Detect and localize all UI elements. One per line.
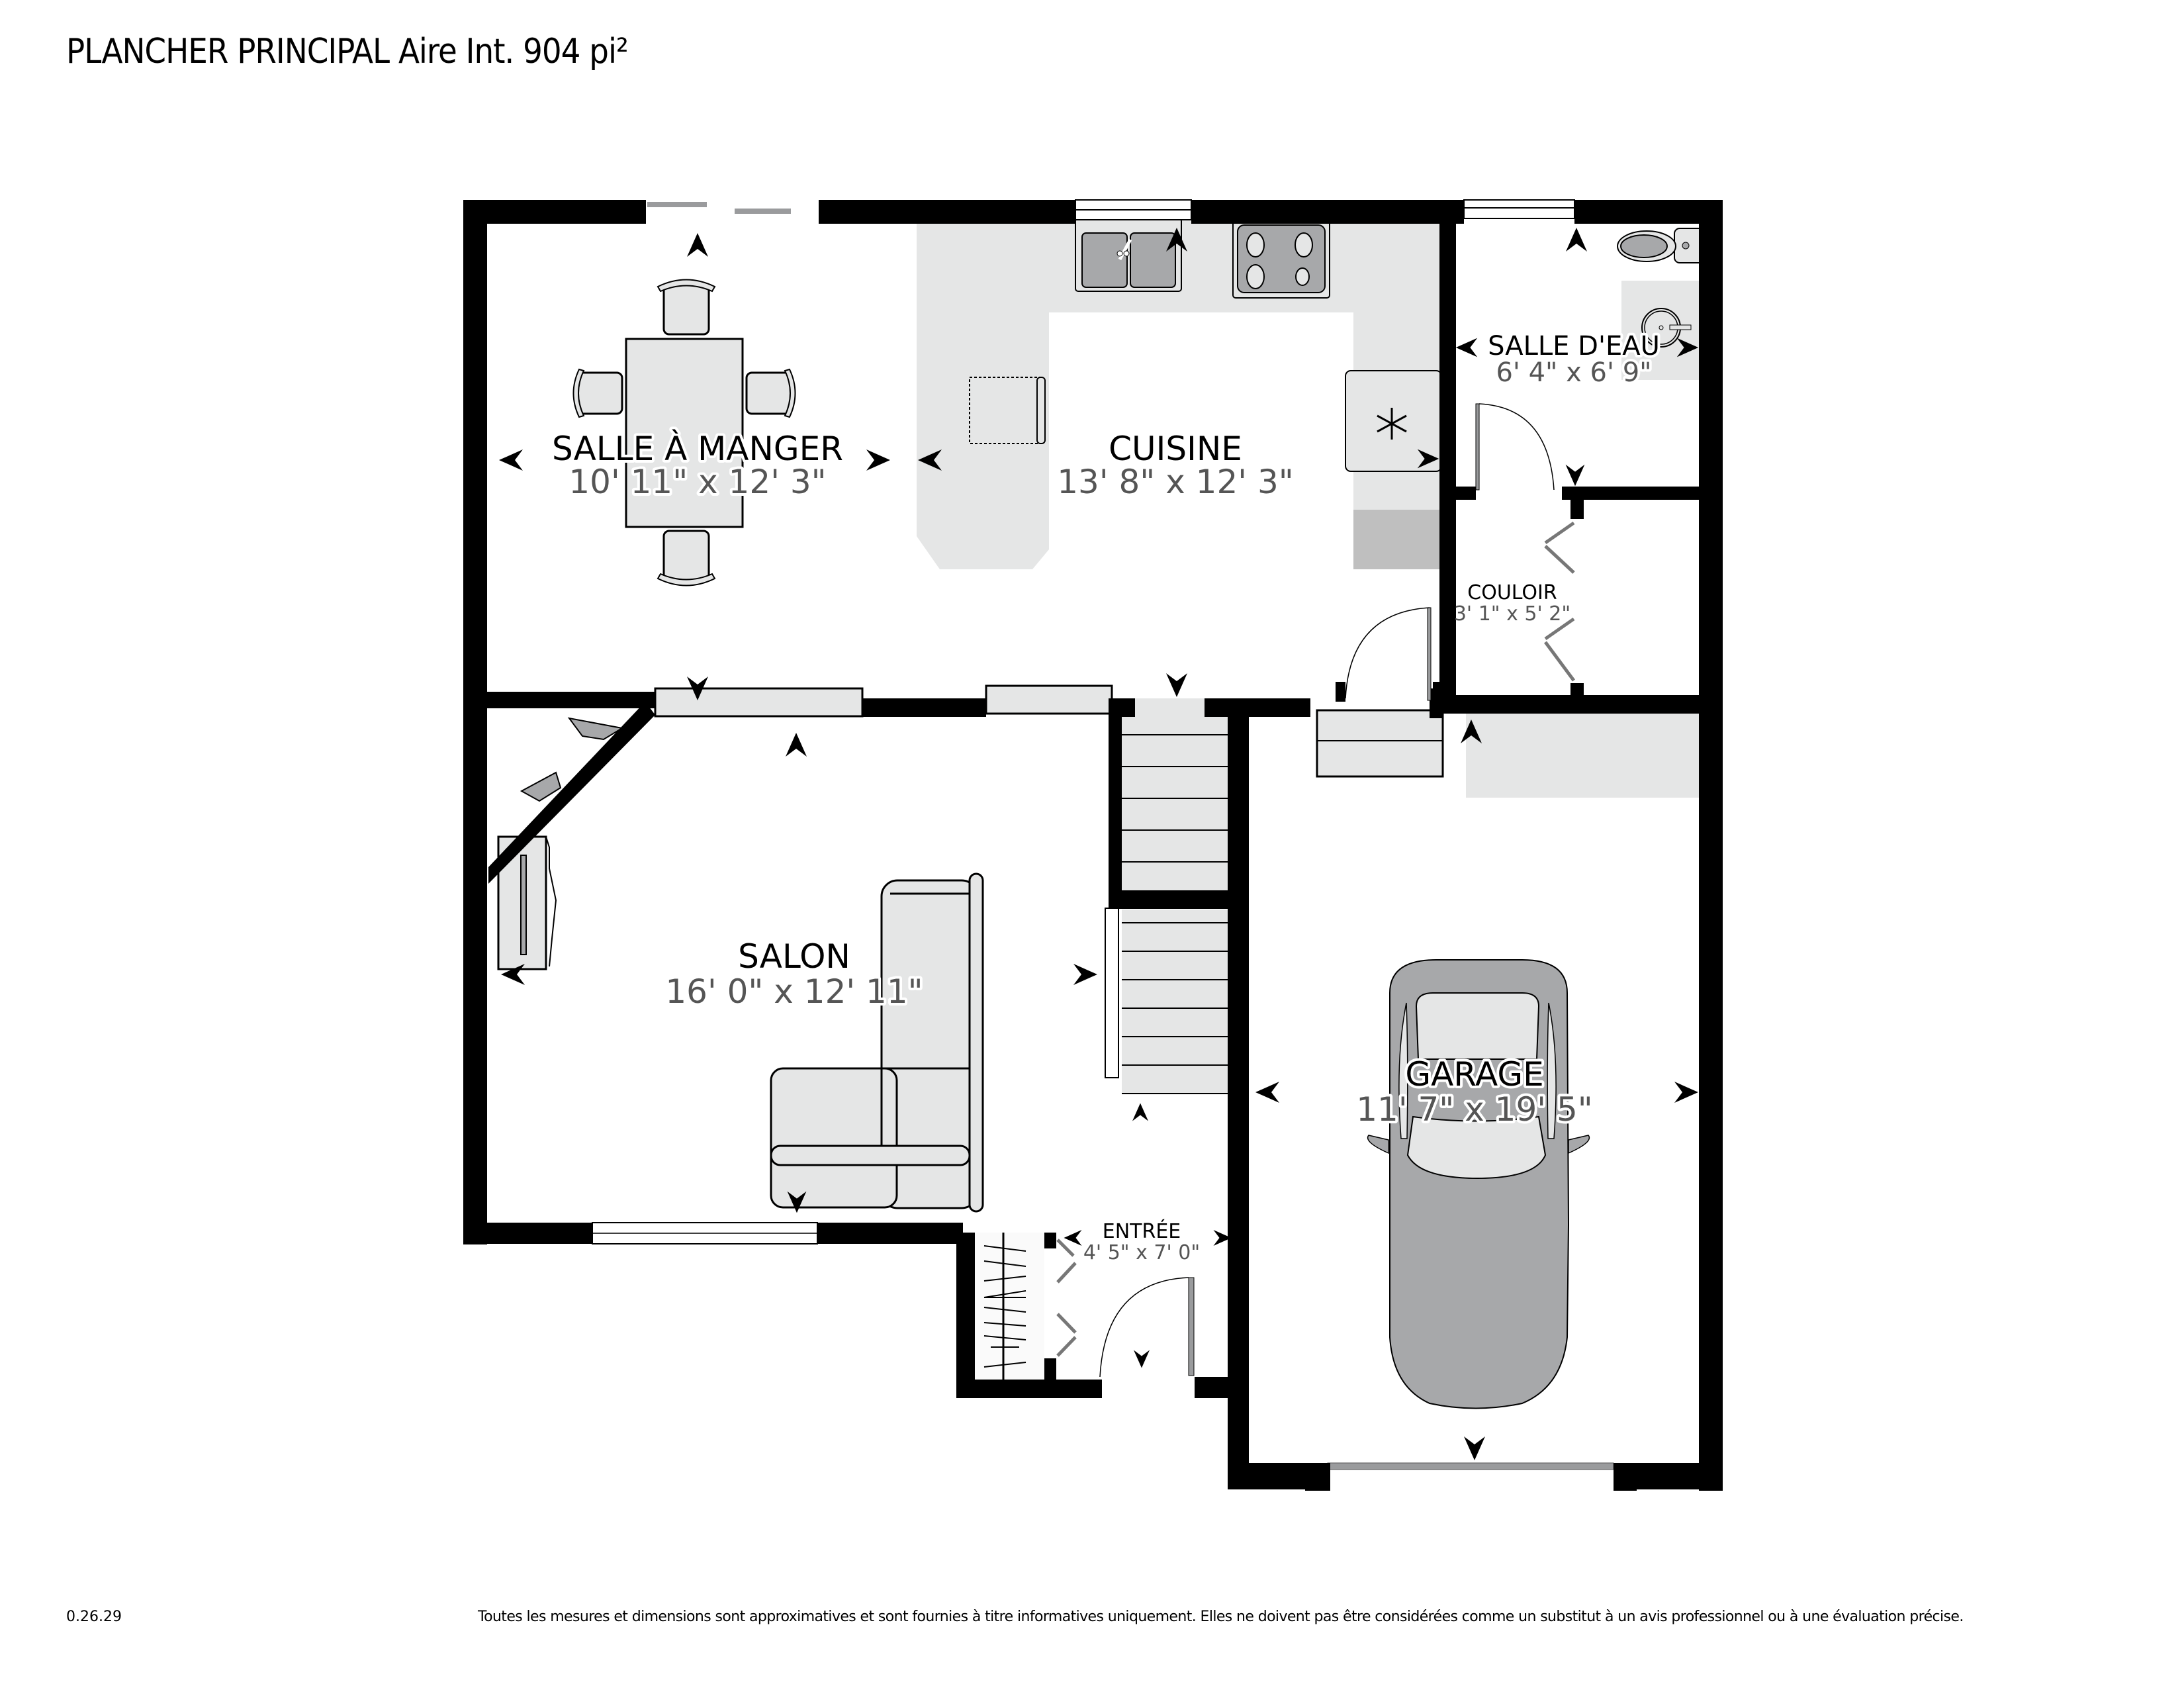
- room-name-salle-deau: SALLE D'EAU: [1488, 331, 1660, 361]
- staircase: [1105, 698, 1704, 1094]
- arrow-up-icon: [687, 233, 708, 257]
- room-name-salle-a-manger: SALLE À MANGER: [552, 429, 843, 468]
- sofa: [770, 872, 984, 1213]
- room-labels: SALLE À MANGER 10' 11" x 12' 3" CUISINE …: [549, 328, 1662, 1264]
- arrow-left-icon: [499, 449, 523, 471]
- toilet-icon: [1617, 228, 1705, 263]
- room-name-couloir: COULOIR: [1467, 581, 1557, 604]
- arrow-up-icon: [786, 733, 807, 757]
- doors: [1099, 403, 1576, 1378]
- arrow-down-icon: [1565, 464, 1585, 487]
- room-dims-garage: 11' 7" x 19' 5": [1356, 1090, 1593, 1129]
- room-name-entree: ENTRÉE: [1103, 1219, 1181, 1243]
- room-dims-cuisine: 13' 8" x 12' 3": [1057, 463, 1294, 501]
- disclaimer-text: Toutes les mesures et dimensions sont ap…: [478, 1609, 1964, 1625]
- dining-table: [572, 279, 796, 586]
- arrow-right-icon: [1073, 964, 1097, 985]
- arrow-right-icon: [1674, 1082, 1698, 1103]
- entry-closet: [975, 1233, 1077, 1380]
- room-dims-salle-a-manger: 10' 11" x 12' 3": [569, 463, 826, 501]
- stove-icon: [1232, 219, 1330, 299]
- bathroom-fixtures: [1617, 228, 1705, 380]
- room-dims-entree: 4' 5" x 7' 0": [1083, 1241, 1200, 1264]
- room-name-cuisine: CUISINE: [1109, 430, 1242, 468]
- arrow-left-icon: [1255, 1082, 1279, 1103]
- room-dims-salle-deau: 6' 4" x 6' 9": [1496, 357, 1651, 388]
- fireplace: [520, 717, 624, 802]
- kitchen-counters: [917, 218, 1442, 569]
- arrow-down-icon: [1464, 1436, 1485, 1460]
- bathroom-sink-icon: [1641, 308, 1692, 348]
- arrow-up-icon: [1566, 228, 1587, 252]
- arrow-down-icon: [1166, 673, 1187, 697]
- stool: [969, 377, 1043, 444]
- floor-title: PLANCHER PRINCIPAL Aire Int. 904 pi²: [66, 32, 629, 71]
- arrow-right-icon: [866, 449, 890, 471]
- walls: [463, 200, 1723, 1491]
- arrow-up-icon: [1132, 1103, 1148, 1121]
- room-name-garage: GARAGE: [1405, 1055, 1543, 1094]
- room-dims-couloir: 3' 1" x 5' 2": [1454, 602, 1570, 626]
- room-dims-salon: 16' 0" x 12' 11": [665, 972, 923, 1011]
- version-label: 0.26.29: [66, 1609, 122, 1625]
- arrow-left-icon: [1064, 1230, 1082, 1246]
- arrow-down-icon: [1134, 1350, 1150, 1368]
- sink-icon: [1075, 218, 1182, 292]
- car-icon: [1367, 959, 1590, 1409]
- room-name-salon: SALON: [738, 937, 850, 976]
- arrow-left-icon: [1455, 338, 1478, 357]
